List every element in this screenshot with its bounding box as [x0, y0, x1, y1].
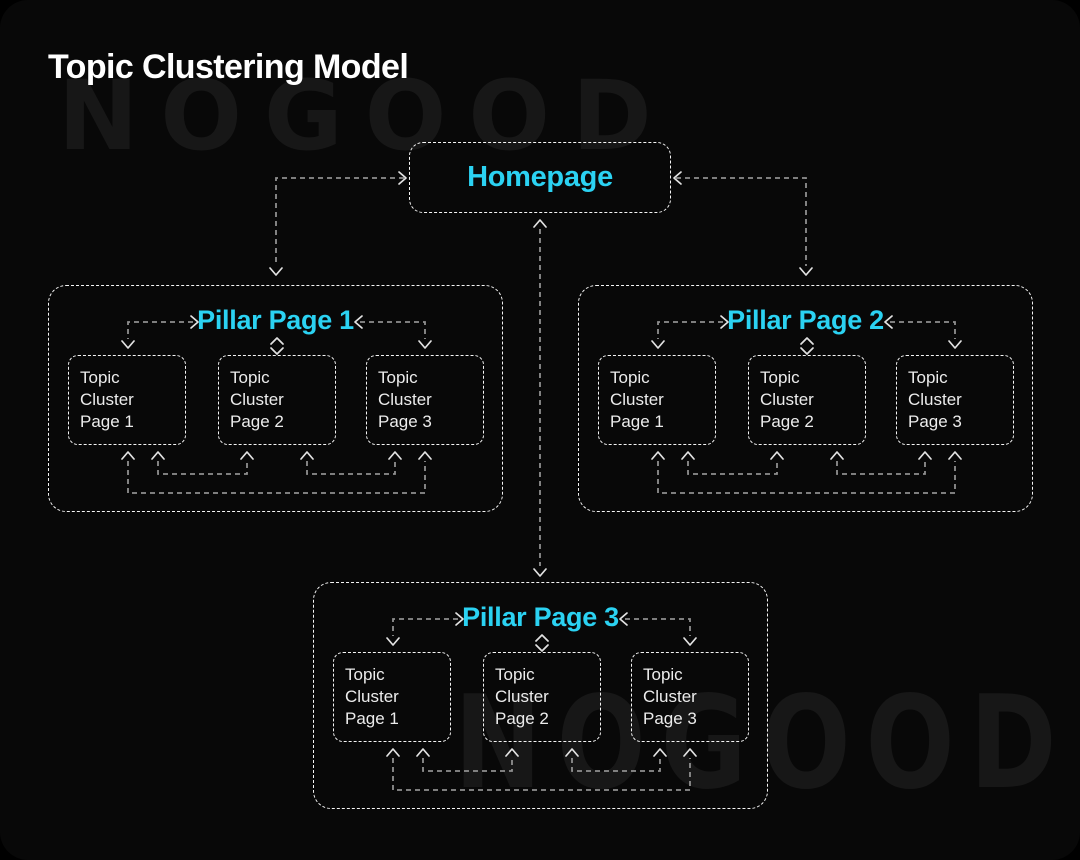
homepage-node: Homepage	[409, 142, 671, 213]
cluster-pillar-page-2: Pillar Page 2 Topic Cluster Page 1 Topic…	[578, 285, 1033, 512]
topic-cluster-box: Topic Cluster Page 2	[218, 355, 336, 445]
topic-cluster-box: Topic Cluster Page 1	[598, 355, 716, 445]
link-homepage-pillar1	[275, 177, 404, 266]
cluster-pillar-page-1: Pillar Page 1 Topic Cluster Page 1 Topic…	[48, 285, 503, 512]
cluster-pillar-page-3: Pillar Page 3 Topic Cluster Page 1 Topic…	[313, 582, 768, 809]
watermark-top: NOGOOD	[58, 60, 674, 172]
topic-cluster-box: Topic Cluster Page 3	[366, 355, 484, 445]
pillar-page-1-title: Pillar Page 1	[197, 305, 354, 335]
topic-cluster-box: Topic Cluster Page 1	[68, 355, 186, 445]
topic-cluster-box: Topic Cluster Page 2	[483, 652, 601, 742]
topic-cluster-box: Topic Cluster Page 3	[896, 355, 1014, 445]
pillar-page-3-title: Pillar Page 3	[462, 602, 619, 632]
page-title: Topic Clustering Model	[48, 48, 409, 86]
pillar-page-2-title: Pillar Page 2	[727, 305, 884, 335]
arrowhead-chevron-icons	[121, 171, 962, 757]
topic-cluster-box: Topic Cluster Page 3	[631, 652, 749, 742]
connector-dashed-paths	[127, 177, 956, 791]
topic-cluster-box: Topic Cluster Page 2	[748, 355, 866, 445]
link-homepage-pillar2	[676, 177, 807, 266]
watermark-bottom: NOGOOD	[454, 669, 1072, 818]
topic-cluster-box: Topic Cluster Page 1	[333, 652, 451, 742]
homepage-label: Homepage	[467, 161, 613, 193]
